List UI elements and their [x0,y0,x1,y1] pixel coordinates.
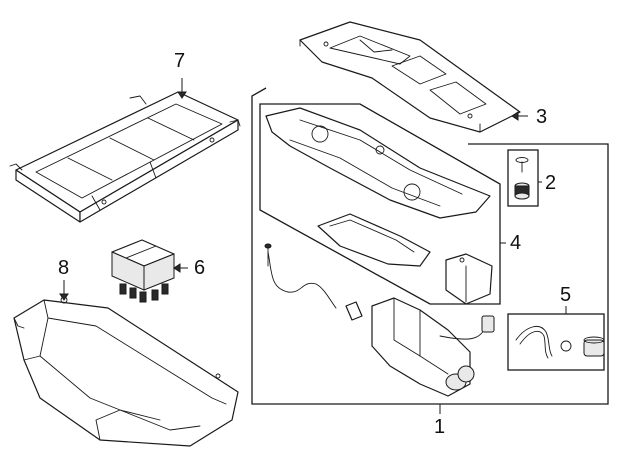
part-3-plate [299,21,521,133]
part-6-valve-block [111,239,175,303]
callout-4: 4 [510,232,522,254]
part-7-tray [9,91,241,223]
assembly-1-frame [251,87,609,405]
callout-3: 3 [536,106,548,128]
callout-7: 7 [174,50,186,72]
callout-8: 8 [58,257,70,279]
part-8-pan [13,296,239,447]
part-2-frame [507,149,539,207]
assembly-4-frame [259,103,501,305]
part-1-compressor [264,243,495,397]
part-2-grommet [514,157,530,200]
callout-6: 6 [194,257,206,279]
callout-5: 5 [560,284,572,306]
part-4-bracket [265,107,493,305]
callout-1: 1 [434,416,446,438]
part-5-hose-set [515,325,605,359]
callout-2: 2 [545,172,557,194]
